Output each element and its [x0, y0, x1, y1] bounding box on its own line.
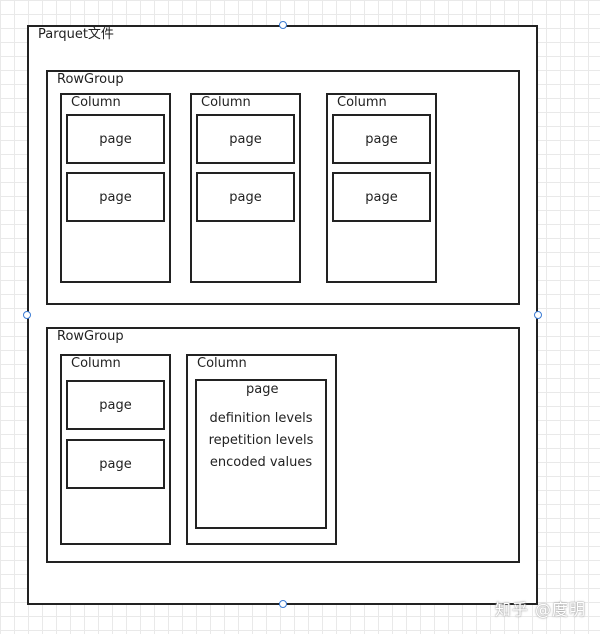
page-label: page — [99, 131, 132, 147]
page-label: page — [99, 456, 132, 472]
page-box[interactable]: page — [332, 172, 431, 222]
page-label: page — [99, 189, 132, 205]
resize-handle-left[interactable] — [23, 311, 31, 319]
resize-handle-right[interactable] — [534, 311, 542, 319]
page-detail-box[interactable] — [195, 379, 327, 529]
page-label: page — [99, 397, 132, 413]
parquet-file-label: Parquet文件 — [38, 27, 114, 42]
page-label: page — [365, 189, 398, 205]
page-detail-label: page — [246, 382, 279, 397]
resize-handle-bottom[interactable] — [279, 600, 287, 608]
page-detail-items: definition levels repetition levels enco… — [196, 408, 326, 474]
column-label: Column — [197, 356, 247, 371]
encoded-values-text: encoded values — [209, 455, 313, 470]
page-box[interactable]: page — [332, 114, 431, 164]
page-label: page — [229, 189, 262, 205]
page-box[interactable]: page — [66, 114, 165, 164]
page-label: page — [229, 131, 262, 147]
page-box[interactable]: page — [196, 114, 295, 164]
watermark-text: 知乎 @度明 — [494, 600, 586, 619]
rowgroup-label: RowGroup — [57, 72, 124, 87]
rowgroup-label: RowGroup — [57, 329, 124, 344]
resize-handle-top[interactable] — [279, 21, 287, 29]
column-label: Column — [71, 95, 121, 110]
repetition-levels-text: repetition levels — [208, 433, 314, 448]
column-label: Column — [201, 95, 251, 110]
page-label: page — [365, 131, 398, 147]
definition-levels-text: definition levels — [209, 411, 313, 426]
page-box[interactable]: page — [196, 172, 295, 222]
column-label: Column — [71, 356, 121, 371]
page-box[interactable]: page — [66, 439, 165, 489]
column-label: Column — [337, 95, 387, 110]
page-box[interactable]: page — [66, 380, 165, 430]
page-box[interactable]: page — [66, 172, 165, 222]
